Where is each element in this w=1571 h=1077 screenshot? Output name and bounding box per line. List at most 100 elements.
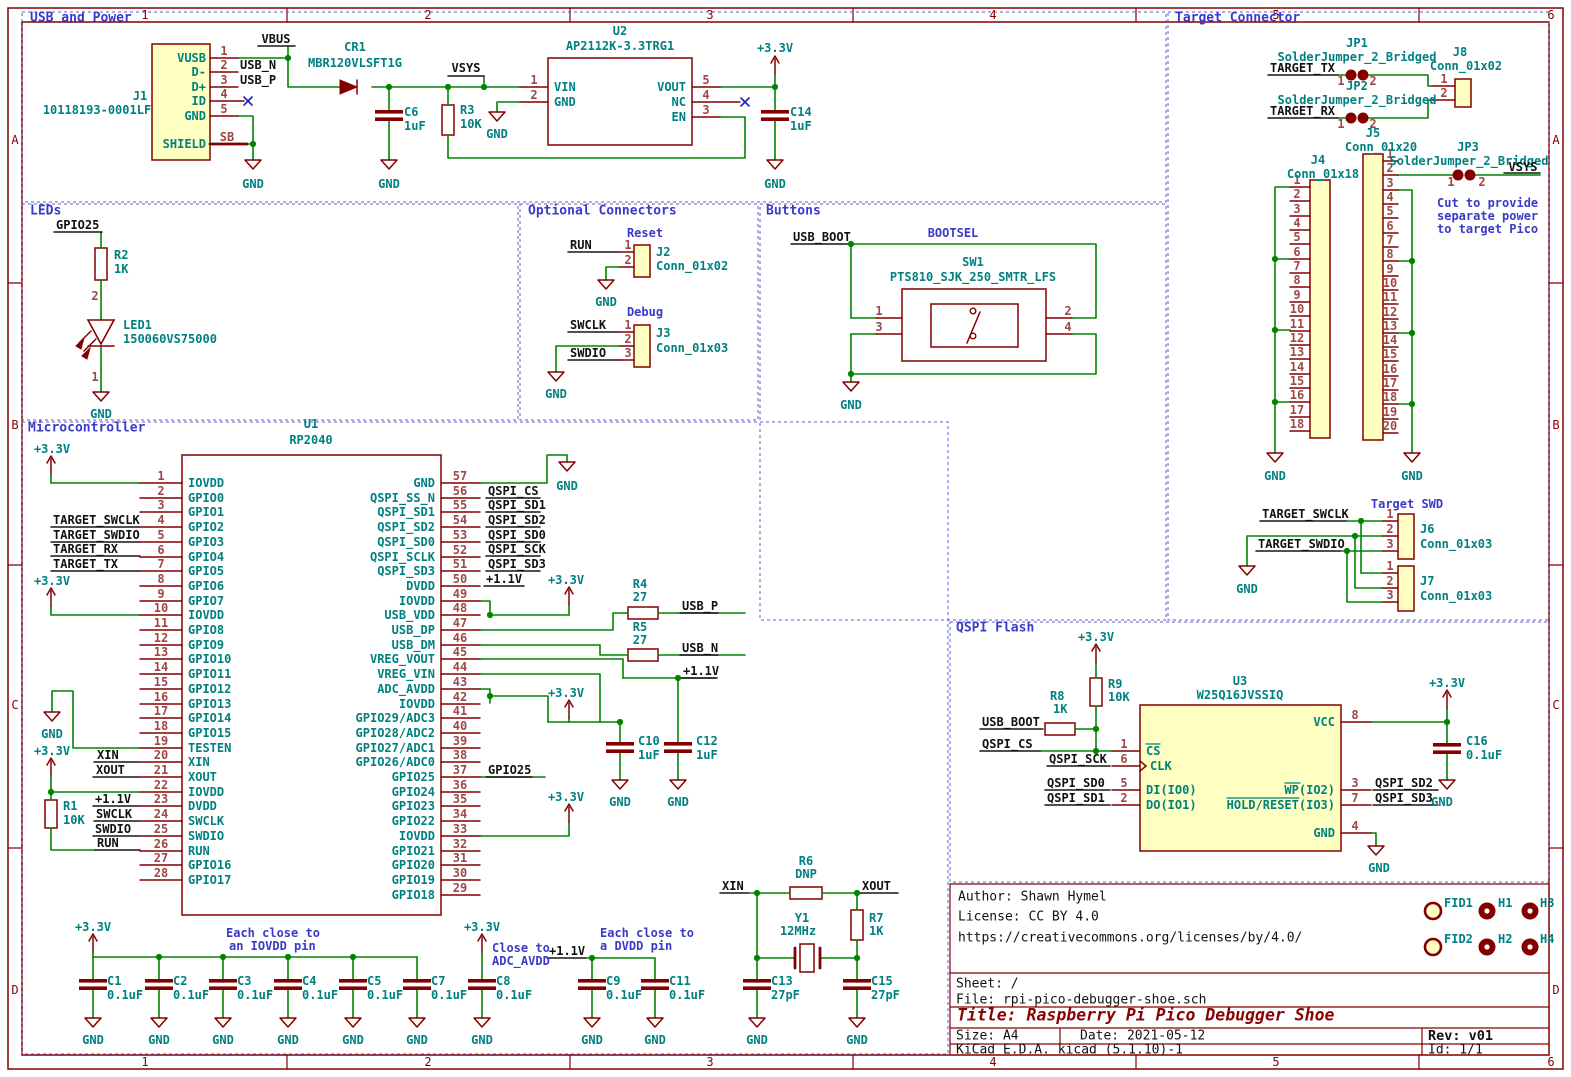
schematic-text: 0.1uF xyxy=(237,988,273,1002)
schematic-text: TARGET_SWDIO xyxy=(1258,537,1345,552)
schematic-text: D+ xyxy=(192,80,206,94)
schematic-text: 1uF xyxy=(638,748,660,762)
schematic-text: Cut to provide xyxy=(1437,196,1538,210)
pin-number: 27 xyxy=(154,851,168,865)
schematic-text: separate power xyxy=(1437,209,1538,223)
junction-dot xyxy=(444,83,452,91)
schematic-text: QSPI_SD2 xyxy=(488,513,546,528)
schematic-text: TARGET_SWDIO xyxy=(53,528,140,543)
pin-number: 8 xyxy=(157,572,164,586)
pin-number: 7 xyxy=(157,557,164,571)
pin-name: SWDIO xyxy=(188,829,224,843)
schematic-text: +1.1V xyxy=(683,664,719,678)
pin-number: 11 xyxy=(1383,290,1397,304)
schematic-text: C16 xyxy=(1466,734,1488,748)
wire xyxy=(1368,99,1433,119)
component-outline xyxy=(94,247,108,281)
capacitor-icon xyxy=(843,986,871,990)
solder-jumper-pad-icon xyxy=(1357,112,1369,124)
pin-number: 53 xyxy=(453,528,467,542)
pin-name: USB_DM xyxy=(392,638,435,653)
schematic-text: 1 xyxy=(1386,507,1393,521)
power-arrow-icon xyxy=(770,55,780,64)
pin-number: 50 xyxy=(453,572,467,586)
pin-name: IOVDD xyxy=(399,697,435,711)
schematic-text: H3 xyxy=(1540,896,1554,910)
pin-name: GPIO7 xyxy=(188,594,224,608)
pin-name: GPIO15 xyxy=(188,726,231,740)
schematic-text: TARGET_RX xyxy=(53,542,119,557)
pin-number: 13 xyxy=(1290,345,1304,359)
schematic-text: 1 xyxy=(624,318,631,332)
schematic-text: 1 xyxy=(1337,74,1344,88)
junction-dot xyxy=(853,889,861,897)
schematic-text: TARGET_TX xyxy=(53,557,119,572)
junction-dot xyxy=(771,83,779,91)
junction-dot xyxy=(385,83,393,91)
schematic-text: 10K xyxy=(460,117,482,131)
pin-name: GPIO6 xyxy=(188,579,224,593)
schematic-text: Id: 1/1 xyxy=(1428,1043,1483,1058)
schematic-text: H1 xyxy=(1498,896,1512,910)
schematic-text: QSPI_SD1 xyxy=(488,498,546,513)
schematic-text: R2 xyxy=(114,248,128,262)
junction-dot xyxy=(753,889,761,897)
schematic-text: JP3 xyxy=(1457,140,1479,154)
section-title: LEDs xyxy=(30,204,61,219)
capacitor-icon xyxy=(145,986,173,990)
gnd-symbol-icon xyxy=(1438,779,1456,790)
pin-name: GPIO2 xyxy=(188,520,224,534)
pin-number: 55 xyxy=(453,498,467,512)
schematic-text: +3.3V xyxy=(548,790,584,804)
schematic-text: SHIELD xyxy=(163,137,206,151)
schematic-text: Rev: v01 xyxy=(1428,1028,1493,1044)
schematic-text: License: CC BY 4.0 xyxy=(958,910,1099,925)
schematic-text: QSPI_SD3 xyxy=(1375,791,1433,806)
pin-name: GPIO14 xyxy=(188,711,231,725)
pin-number: 16 xyxy=(1383,362,1397,376)
pin-name: GPIO22 xyxy=(392,814,435,828)
pin-name: TESTEN xyxy=(188,741,231,755)
pin-name: GPIO10 xyxy=(188,652,231,666)
capacitor-icon xyxy=(403,979,431,983)
schematic-text: 2 xyxy=(1478,175,1485,189)
capacitor-icon xyxy=(761,117,789,121)
schematic-text: J2 xyxy=(656,245,670,259)
pin-number: 21 xyxy=(154,763,168,777)
schematic-text: J8 xyxy=(1453,45,1467,59)
schematic-text: to target Pico xyxy=(1437,222,1538,236)
pin-number: 57 xyxy=(453,469,467,483)
gnd-symbol-icon xyxy=(597,279,615,290)
pin-number: 29 xyxy=(453,881,467,895)
pin-number: 16 xyxy=(1290,388,1304,402)
schematic-text: VCC xyxy=(1313,715,1335,729)
schematic-text: 27 xyxy=(633,590,647,604)
wire xyxy=(479,644,629,656)
section-box xyxy=(759,203,1167,621)
power-arrow-icon xyxy=(564,803,574,812)
schematic-text: 2 xyxy=(1369,117,1376,131)
schematic-text: C9 xyxy=(606,974,620,988)
component-outline xyxy=(181,454,442,916)
schematic-text: 0.1uF xyxy=(1466,748,1502,762)
junction-dot xyxy=(349,953,357,961)
wire xyxy=(50,827,96,851)
pin-number: 26 xyxy=(154,837,168,851)
junction-dot xyxy=(847,370,855,378)
schematic-text: GND xyxy=(184,109,206,123)
pin-number: 3 xyxy=(157,498,164,512)
mounting-hole-icon xyxy=(1484,944,1490,950)
schematic-text: +3.3V xyxy=(1429,676,1465,690)
pin-number: 15 xyxy=(1290,374,1304,388)
pin-name: GPIO27/ADC1 xyxy=(356,741,435,755)
schematic-text: CR1 xyxy=(344,40,366,54)
power-arrow-icon xyxy=(46,757,56,766)
pin-stub xyxy=(83,338,97,352)
pin-number: 17 xyxy=(1290,403,1304,417)
section-title: Target Connector xyxy=(1175,11,1300,26)
schematic-text: SB xyxy=(220,130,234,144)
wire xyxy=(1368,74,1433,87)
pin-stub xyxy=(966,311,981,344)
schematic-text: ADC_AVDD xyxy=(492,954,550,969)
